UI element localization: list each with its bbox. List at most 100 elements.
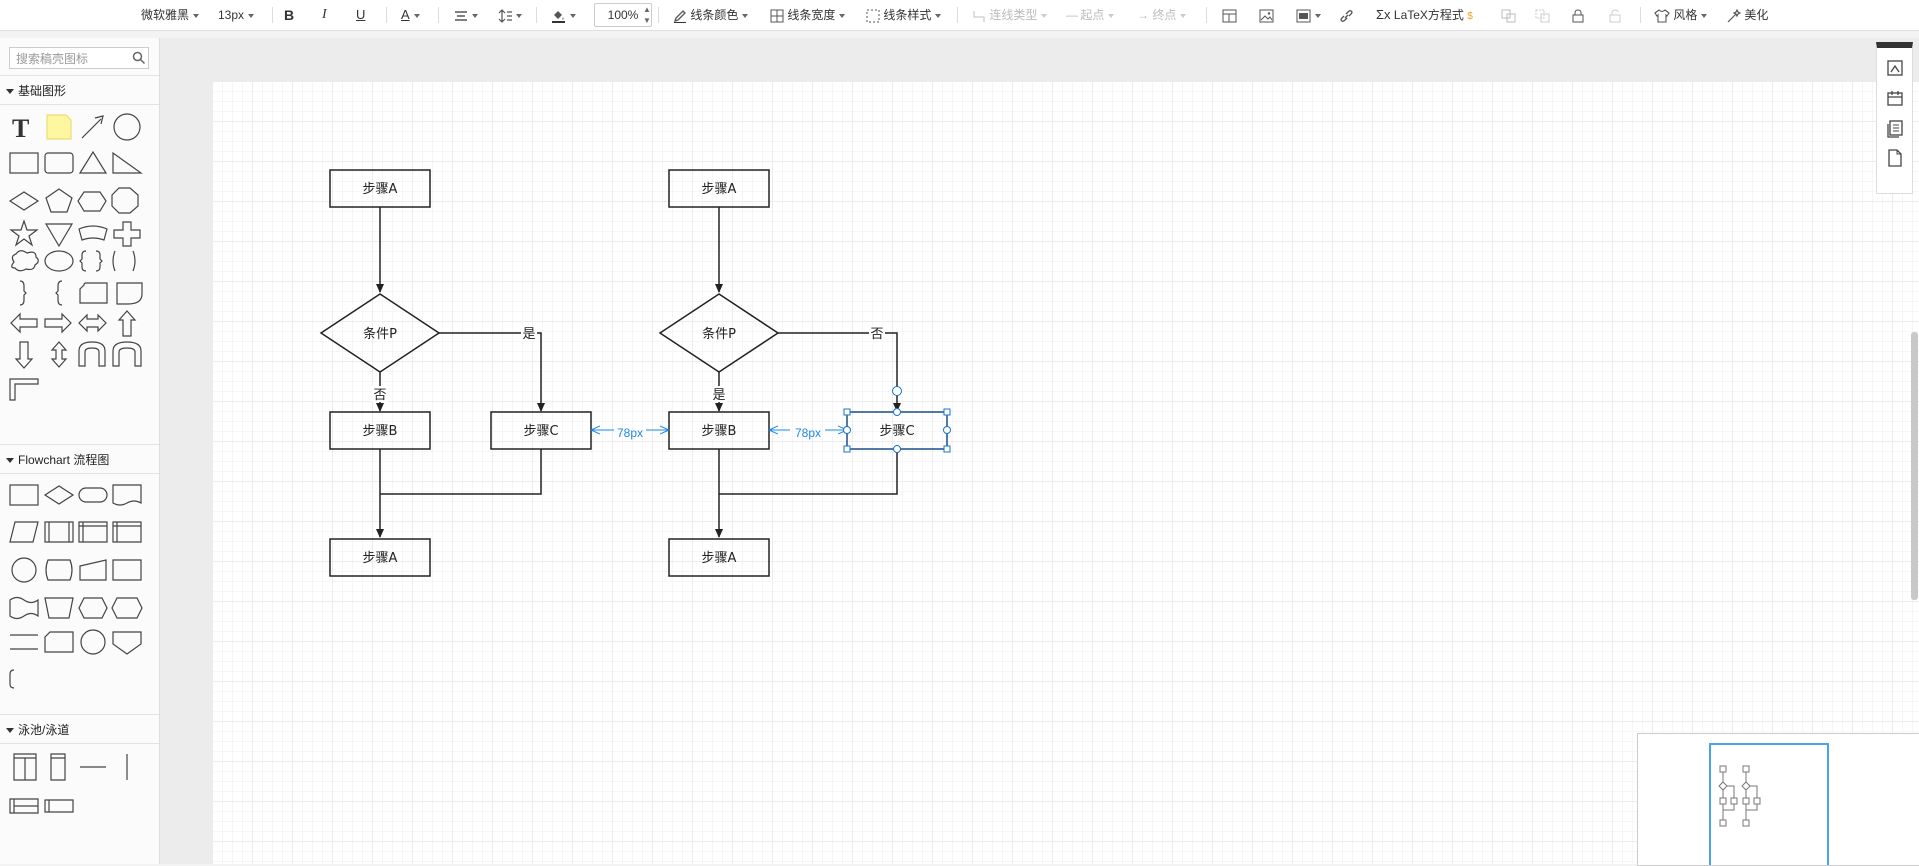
font-family-select[interactable]: 微软雅黑 [141, 0, 200, 30]
toolbar: 微软雅黑 13px B I U A 100% ▲▼ 线条颜色 线条宽度 线条样式… [0, 0, 1919, 31]
zoom-input[interactable]: 100% [594, 3, 652, 27]
section-flowchart[interactable]: Flowchart 流程图 [0, 444, 159, 474]
cloud-shape-icon [11, 250, 39, 272]
connector-shape-icon [11, 557, 37, 583]
document-icon[interactable] [1885, 148, 1905, 168]
banner-shape-icon [78, 225, 108, 241]
internal-storage-2-icon [112, 521, 142, 543]
italic-icon[interactable]: I [322, 7, 327, 22]
u-turn-shape-icon [78, 341, 106, 367]
card-shape-icon [79, 282, 108, 304]
document-shape-icon [112, 484, 142, 506]
cross-shape-icon [113, 221, 141, 247]
lock-icon[interactable] [1572, 0, 1584, 30]
brace-right-tall-icon [19, 280, 27, 306]
connector-type-button[interactable]: 连线类型 [972, 0, 1048, 30]
tape-shape-icon [9, 596, 39, 620]
section-basic-shapes[interactable]: 基础图形 [0, 75, 159, 105]
loop-limit-icon [44, 631, 74, 653]
vertical-scrollbar[interactable] [1911, 332, 1918, 600]
layout-icon[interactable] [1222, 0, 1237, 30]
line-color-button[interactable]: 线条颜色 [673, 0, 749, 30]
end-point-button[interactable]: → 终点 [1137, 0, 1187, 30]
brace-left-tall-icon [55, 280, 63, 306]
left-arrow-shape-icon [10, 312, 38, 334]
minimap-viewport[interactable] [1709, 743, 1829, 865]
card-flow-shape-icon [112, 559, 142, 581]
link-icon[interactable] [1339, 0, 1354, 30]
corner-shape-icon [9, 378, 39, 401]
predefined-process-icon [44, 521, 74, 543]
underline-icon[interactable]: U [356, 7, 366, 22]
vertical-lane-icon [50, 753, 66, 781]
triangle-shape-icon [78, 150, 108, 174]
style-button[interactable]: 风格 [1654, 0, 1708, 30]
image-icon[interactable] [1259, 0, 1274, 30]
u-turn-arrow-shape-icon [112, 341, 142, 367]
display-shape-icon [111, 597, 143, 619]
bracket-shape-icon [9, 669, 15, 689]
beautify-button[interactable]: 美化 [1726, 0, 1768, 30]
ellipse-shape-icon [44, 250, 74, 272]
up-down-arrow-shape-icon [50, 341, 68, 368]
swimlane-palette[interactable] [0, 748, 159, 828]
manual-input-icon [79, 559, 107, 581]
star-shape-icon [9, 219, 39, 247]
page-settings-icon[interactable] [1885, 88, 1905, 108]
start-point-button[interactable]: — 起点 [1066, 0, 1115, 30]
font-size-select[interactable]: 13px [218, 0, 255, 30]
internal-storage-icon [78, 521, 108, 543]
minimap-preview [1718, 765, 1761, 827]
layers-icon[interactable] [1885, 118, 1905, 138]
basic-shapes-palette[interactable]: T [0, 108, 159, 418]
off-page-connector-icon [112, 631, 142, 655]
diagram-page[interactable] [212, 81, 1919, 864]
font-color-icon[interactable]: A [401, 0, 420, 30]
rectangle-shape-icon [9, 152, 39, 174]
search-icon[interactable] [132, 51, 146, 65]
right-arrow-shape-icon [44, 312, 72, 334]
arrow-shape-icon [81, 115, 104, 139]
section-swimlane[interactable]: 泳池/泳道 [0, 714, 159, 744]
ungroup-icon[interactable] [1535, 0, 1550, 30]
decision-shape-icon [43, 485, 75, 505]
search-input[interactable]: 搜索稿壳图标 [9, 47, 149, 69]
horizontal-pool-icon [9, 798, 39, 814]
manual-operation-icon [44, 597, 74, 619]
pentagon-shape-icon [45, 188, 73, 213]
double-arrow-shape-icon [78, 313, 107, 333]
flowchart-palette[interactable] [0, 478, 159, 708]
terminator-shape-icon [78, 487, 108, 503]
group-icon[interactable] [1501, 0, 1516, 30]
diamond-shape-icon [8, 191, 40, 211]
text-shape-icon: T [12, 114, 29, 143]
right-tool-panel [1876, 42, 1913, 194]
zoom-stepper[interactable]: ▲▼ [643, 5, 651, 25]
horizontal-lane-icon [44, 799, 74, 813]
formula-panel-icon[interactable] [1885, 58, 1905, 78]
line-width-button[interactable]: 线条宽度 [770, 0, 846, 30]
line-spacing-icon[interactable] [498, 0, 522, 30]
left-brace-icon [79, 250, 87, 272]
octagon-shape-icon [111, 187, 139, 214]
process-shape-icon [9, 484, 39, 506]
unlock-icon[interactable] [1609, 0, 1621, 30]
down-arrow-shape-icon [14, 341, 34, 369]
funnel-shape-icon [44, 223, 74, 248]
line-style-button[interactable]: 线条样式 [866, 0, 942, 30]
minimap[interactable] [1637, 733, 1919, 866]
hexagon-shape-icon [77, 191, 107, 212]
bold-icon[interactable]: B [284, 7, 295, 23]
parentheses-icon [112, 250, 136, 272]
align-icon[interactable] [454, 0, 478, 30]
circle-shape-icon [113, 113, 141, 141]
up-arrow-shape-icon [117, 310, 137, 337]
latex-button[interactable]: Σx LaTeX方程式 $ [1376, 7, 1473, 22]
stored-data-icon [45, 559, 73, 581]
fill-color-icon[interactable] [551, 0, 576, 30]
table-icon[interactable] [1296, 0, 1321, 30]
note-shape-icon [46, 114, 72, 140]
data-shape-icon [9, 521, 39, 543]
vertical-pool-icon [13, 753, 37, 781]
or-shape-icon [80, 629, 106, 655]
